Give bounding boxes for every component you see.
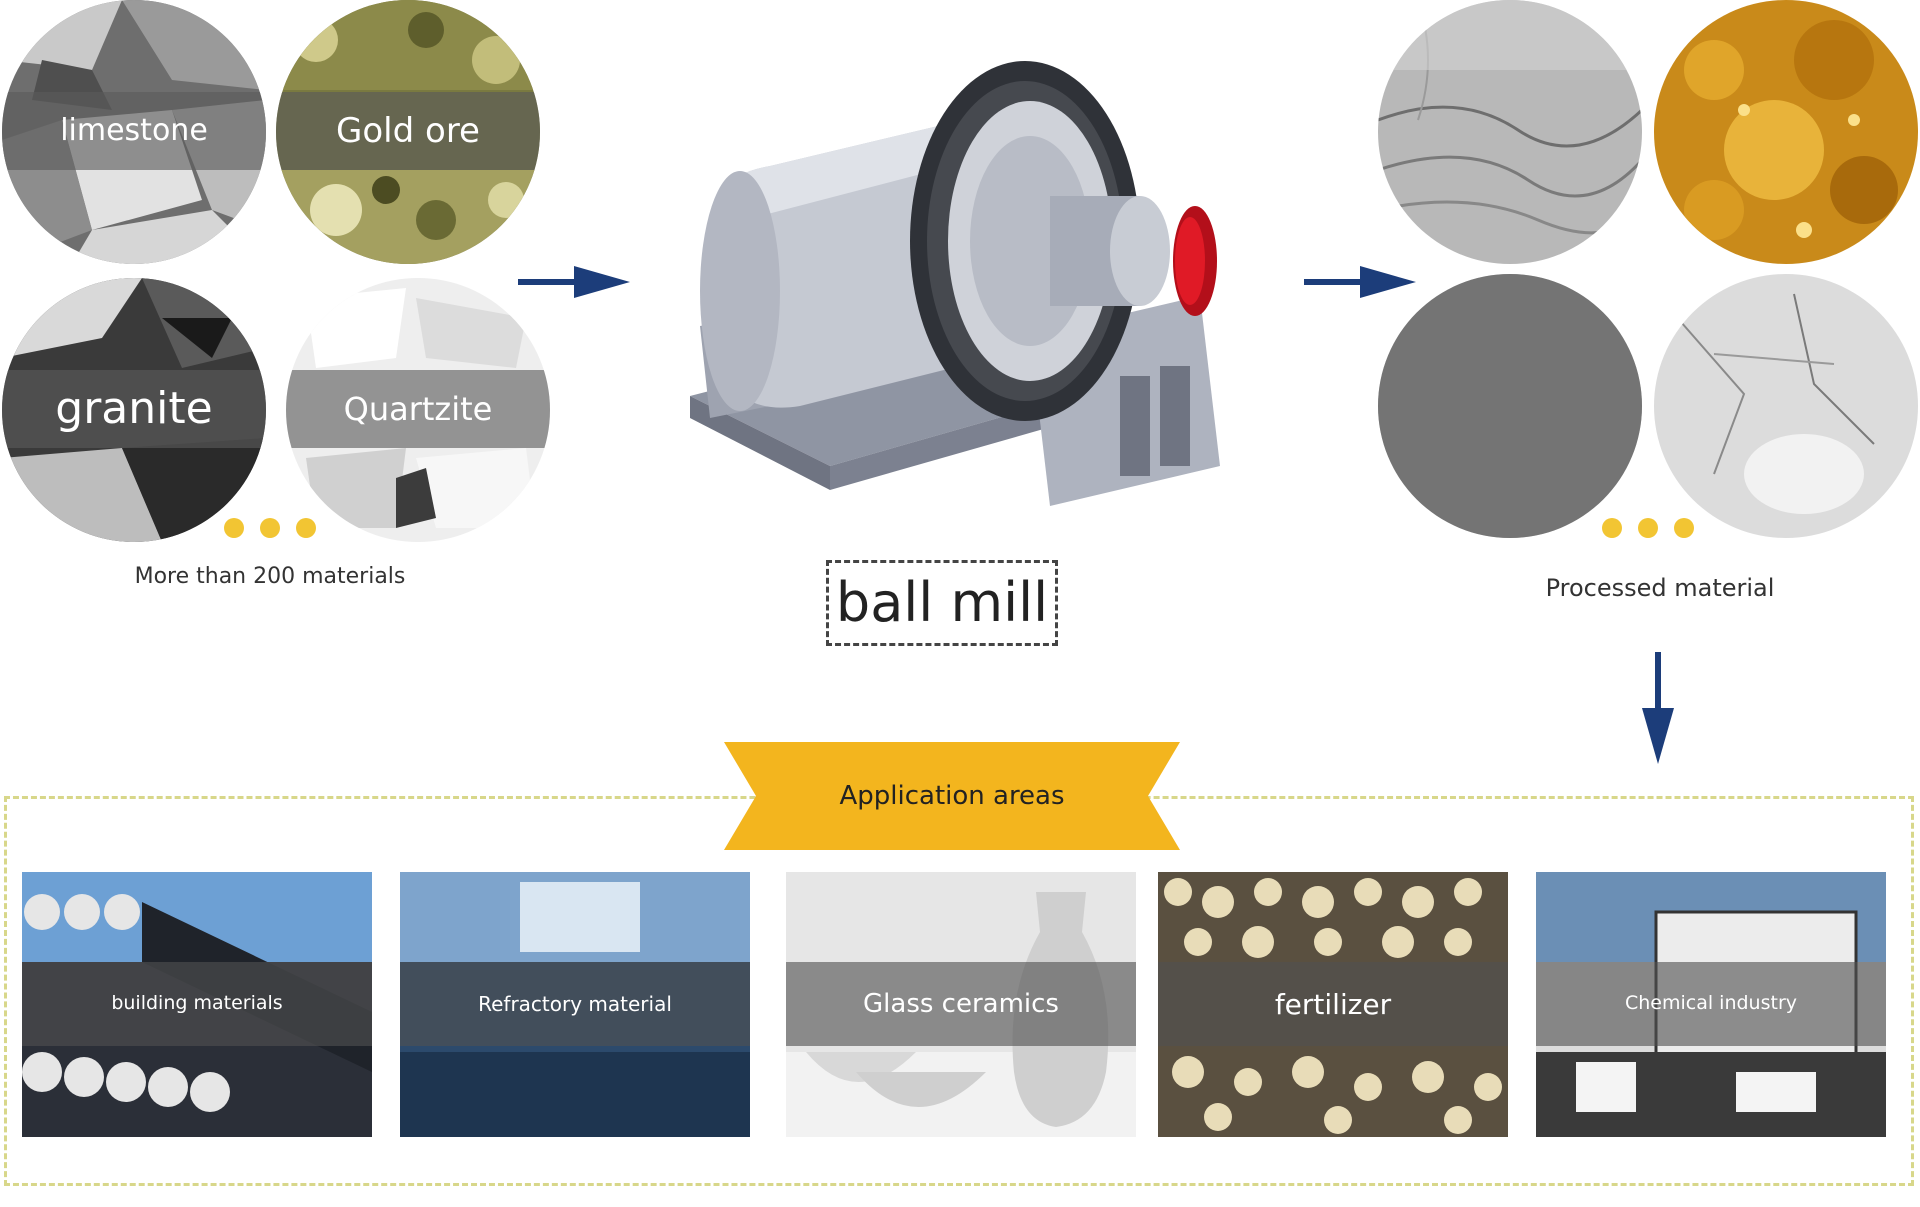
material-label: Quartzite [343, 390, 493, 428]
ball-mill-machine-illustration [690, 61, 1220, 506]
gray-powder-texture [1378, 0, 1642, 264]
label-band [276, 92, 540, 170]
arrow-down-icon [1642, 652, 1674, 764]
label-band [22, 962, 372, 1046]
raw-materials-caption: More than 200 materials [134, 564, 406, 589]
application-card-refractory-material: Refractory material [400, 872, 750, 1137]
processed-circle-gray-powder [1378, 0, 1642, 264]
processed-circle-dark-powder [1378, 274, 1642, 538]
processed-circle-gold-powder [1654, 0, 1918, 264]
label-band [400, 962, 750, 1046]
label-band [286, 370, 550, 448]
ball-mill-label: ball mill [835, 571, 1049, 634]
application-label: Glass ceramics [863, 988, 1059, 1019]
ball-mill-label-box: ball mill [826, 560, 1058, 646]
white-powder-texture [1654, 274, 1918, 538]
processed-circle-white-powder [1654, 274, 1918, 538]
material-label: limestone [60, 113, 208, 148]
application-label: building materials [111, 992, 283, 1015]
label-band [1158, 962, 1508, 1046]
material-label: Gold ore [336, 111, 480, 151]
material-circle-granite: granite [2, 278, 266, 542]
application-card-fertilizer: fertilizer [1158, 872, 1508, 1137]
processed-caption: Processed material [1545, 574, 1775, 602]
label-band [786, 962, 1136, 1046]
application-card-building-materials: building materials [22, 872, 372, 1137]
application-label: fertilizer [1274, 987, 1392, 1021]
material-circle-gold-ore: Gold ore [276, 0, 540, 264]
more-processed-dots [1602, 518, 1694, 538]
material-label: granite [55, 383, 213, 434]
application-areas-title: Application areas [839, 781, 1065, 811]
dot [260, 518, 280, 538]
material-circle-limestone: limestone [2, 0, 266, 264]
dot [1674, 518, 1694, 538]
label-band [2, 370, 266, 448]
arrow-right-icon [518, 266, 630, 298]
dot [1602, 518, 1622, 538]
dot [296, 518, 316, 538]
application-label: Refractory material [478, 991, 672, 1016]
application-areas-ribbon [724, 742, 1180, 850]
dark-powder-texture [1378, 274, 1642, 538]
material-circle-quartzite: Quartzite [286, 278, 550, 542]
dot [224, 518, 244, 538]
gold-powder-texture [1654, 0, 1918, 264]
application-card-chemical-industry: Chemical industry [1536, 872, 1886, 1137]
dot [1638, 518, 1658, 538]
more-materials-dots [224, 518, 316, 538]
label-band [2, 92, 266, 170]
application-label: Chemical industry [1624, 992, 1798, 1015]
label-band [1536, 962, 1886, 1046]
application-card-glass-ceramics: Glass ceramics [786, 872, 1136, 1137]
